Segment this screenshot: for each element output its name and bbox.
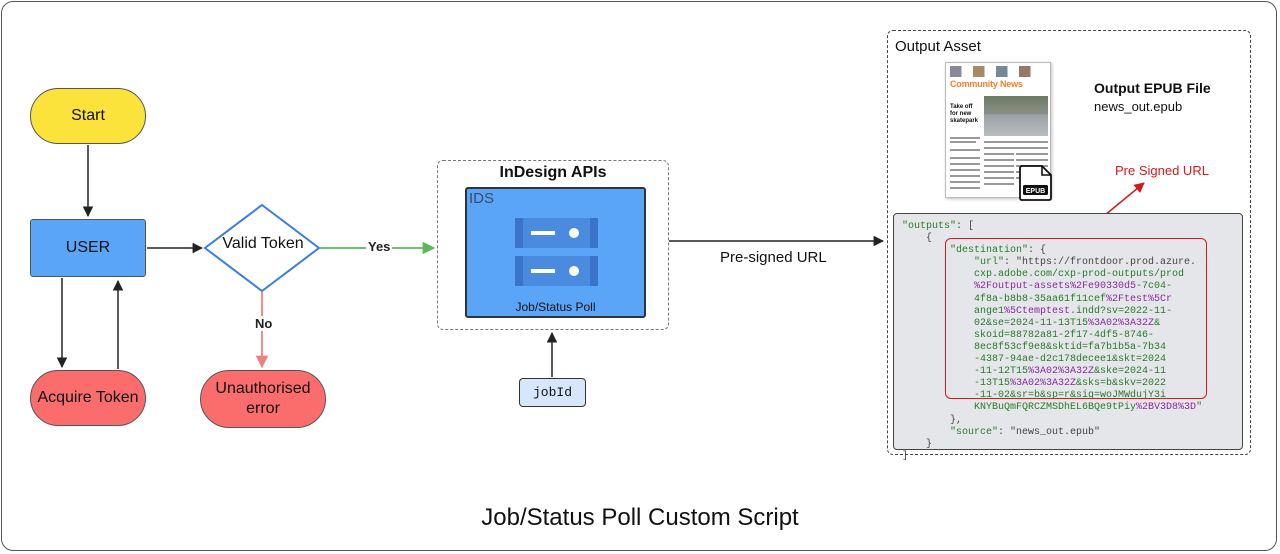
- diagram-title: Job/Status Poll Custom Script: [481, 504, 799, 531]
- thumbnail-text-line: [984, 183, 1014, 185]
- unauthorised-error-node: Unauthorised error: [200, 370, 326, 428]
- epub-file-icon: EPUB: [1019, 165, 1052, 201]
- thumbnail-headline: Take off for new skatepark: [950, 104, 979, 124]
- thumbnail-text-line: [1016, 153, 1048, 155]
- json-code-panel: [893, 213, 1243, 450]
- thumbnail-text-line: [950, 169, 980, 171]
- thumbnail-text-line: [984, 153, 1014, 155]
- thumbnail-text-line: [984, 141, 1048, 143]
- thumbnail-text-line: [984, 165, 1014, 167]
- thumbnail-text-line: [984, 177, 1014, 179]
- thumbnail-text-line: [950, 141, 976, 143]
- thumbnail-text-line: [950, 149, 980, 151]
- output-asset-group: [887, 30, 1251, 455]
- ids-box: [465, 187, 646, 318]
- yes-edge-label: Yes: [366, 239, 393, 254]
- thumbnail-text-line: [984, 171, 1014, 173]
- indesign-apis-title: InDesign APIs: [499, 164, 607, 181]
- output-epub-filename: news_out.epub: [1094, 99, 1183, 114]
- thumbnail-text-line: [950, 175, 980, 177]
- thumbnail-text-line: [950, 181, 980, 183]
- user-node: USER: [30, 219, 146, 277]
- thumbnail-photo-strip: [950, 66, 1046, 77]
- valid-token-label: Valid Token: [222, 235, 304, 252]
- valid-token-diamond: [203, 203, 321, 293]
- epub-icon-label: EPUB: [1026, 188, 1045, 195]
- thumbnail-text-line: [984, 147, 1048, 149]
- indesign-apis-group: [437, 160, 669, 330]
- thumbnail-photo: [984, 96, 1048, 136]
- thumbnail-text-line: [950, 137, 980, 139]
- presigned-url-edge-label: Pre-signed URL: [720, 249, 827, 266]
- presigned-url-highlight: [945, 238, 1207, 399]
- thumbnail-text-line: [950, 157, 980, 159]
- no-edge-label: No: [253, 316, 275, 331]
- output-asset-title: Output Asset: [895, 38, 981, 55]
- thumbnail-masthead: Community News: [950, 79, 1023, 89]
- thumbnail-text-line: [950, 163, 980, 165]
- job-status-poll-caption: Job/Status Poll: [515, 300, 596, 314]
- acquire-token-node: Acquire Token: [30, 370, 146, 426]
- start-node: Start: [30, 88, 146, 144]
- ids-label: IDS: [469, 190, 495, 207]
- thumbnail-text-line: [1016, 159, 1048, 161]
- presigned-url-annotation: Pre Signed URL: [1115, 163, 1209, 178]
- thumbnail-text-line: [950, 187, 980, 189]
- jobid-input-node: jobId: [519, 378, 586, 407]
- thumbnail-text-line: [984, 159, 1014, 161]
- server-icon: [515, 218, 598, 286]
- json-code-block: "outputs": [ { "destination": { "url": "…: [902, 221, 1203, 462]
- output-epub-title: Output EPUB File: [1094, 80, 1211, 96]
